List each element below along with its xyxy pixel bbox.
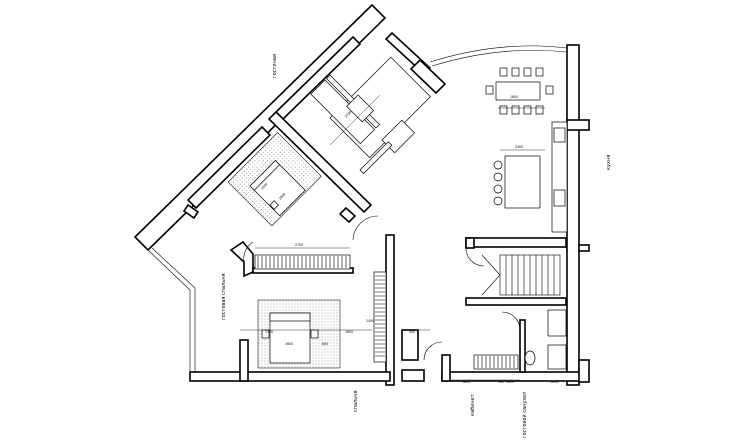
wardrobe-top [254, 254, 351, 270]
guest-bedroom [227, 132, 322, 227]
dim-guest-bed-len: 2000 [278, 192, 287, 201]
wardrobe-right [373, 271, 387, 363]
guest-corner-wall [229, 240, 254, 278]
cooktop [553, 127, 566, 143]
interior-wall-right-angle [267, 110, 373, 214]
coffee-table [346, 94, 375, 123]
kitchen-island [504, 155, 541, 209]
dim-dining: 1800 [510, 95, 518, 99]
dim-bedroom-depth: 2400 [366, 319, 374, 323]
guest-pillows [249, 160, 281, 191]
bottom-wall-left [189, 371, 391, 382]
right-top-stub [566, 119, 590, 131]
dim-living-sofa: 2700 [344, 110, 353, 119]
corridor-wall-vertical [385, 234, 395, 386]
bottom-wall-left-end [239, 339, 249, 382]
guest-nightstand [269, 200, 279, 210]
living-room [310, 56, 431, 175]
guest-window-line-2 [151, 247, 196, 372]
right-stub-wall [578, 244, 590, 252]
wardrobe-right-hangers [375, 275, 385, 357]
curved-window-inner [431, 49, 567, 67]
living-window-block [409, 58, 447, 95]
bath-left-vertical [441, 354, 451, 382]
bath-vanity [547, 309, 567, 337]
dim-wall-a: 400 [409, 330, 415, 334]
dim-bedroom-side: 1750 [265, 330, 273, 334]
dim-guest-bed: 1600 [260, 182, 269, 191]
bath-divider-wall [519, 319, 526, 373]
dim-bedroom-bed: 1600 [285, 342, 293, 346]
label-kitchen: кухня [606, 155, 612, 170]
living-small-block [338, 206, 357, 224]
dim-wardrobe: 2700 [295, 243, 303, 247]
label-living: гостиная [272, 54, 278, 78]
dim-study-b: 900 [498, 380, 504, 384]
toilet [524, 350, 536, 366]
master-bedroom [254, 254, 387, 369]
dim-study-a: 1800 [462, 380, 470, 384]
bed-headboard [269, 312, 311, 322]
bottom-wall-left-return [401, 329, 419, 361]
label-study: кабинет [470, 394, 476, 416]
tv-unit [359, 141, 393, 175]
wall-guest-top [186, 125, 272, 210]
nightstand-right [310, 329, 319, 339]
shower [547, 344, 567, 370]
study [473, 354, 519, 370]
guest-window-line [147, 249, 191, 372]
wardrobe-hangers [257, 256, 347, 268]
dim-bath-a: 1200 [506, 380, 514, 384]
dim-bedroom-ward: 600 [322, 342, 328, 346]
stair-left-wall [465, 237, 475, 249]
dim-bath-b: 1200 [550, 380, 558, 384]
walls [133, 3, 590, 386]
dining-chairs [485, 67, 554, 115]
label-master-bedroom: спальня [353, 390, 359, 412]
outer-wall-left-end [182, 203, 200, 220]
label-guest-bathroom: гостевой санузел [521, 392, 528, 438]
study-shelf [473, 354, 519, 370]
kitchen-bottom-wall [465, 237, 567, 248]
kitchen-dining [485, 67, 568, 233]
guest-bathroom [524, 309, 567, 370]
dimension-lines [240, 94, 545, 381]
label-guest-bedroom: гостевая спальня [221, 273, 227, 320]
kitchen-right-wall [566, 44, 580, 386]
stair-bottom-wall [465, 297, 567, 306]
bottom-wall-mid-1 [401, 369, 425, 382]
right-bottom-stub [578, 359, 590, 383]
doors [243, 215, 521, 361]
dim-bedroom-width: 2600 [345, 330, 353, 334]
curved-window [429, 45, 568, 63]
dining-table [495, 81, 541, 101]
staircase [481, 254, 561, 296]
sink [553, 189, 566, 207]
dim-island: 2400 [515, 145, 523, 149]
bar-stools [493, 160, 503, 206]
